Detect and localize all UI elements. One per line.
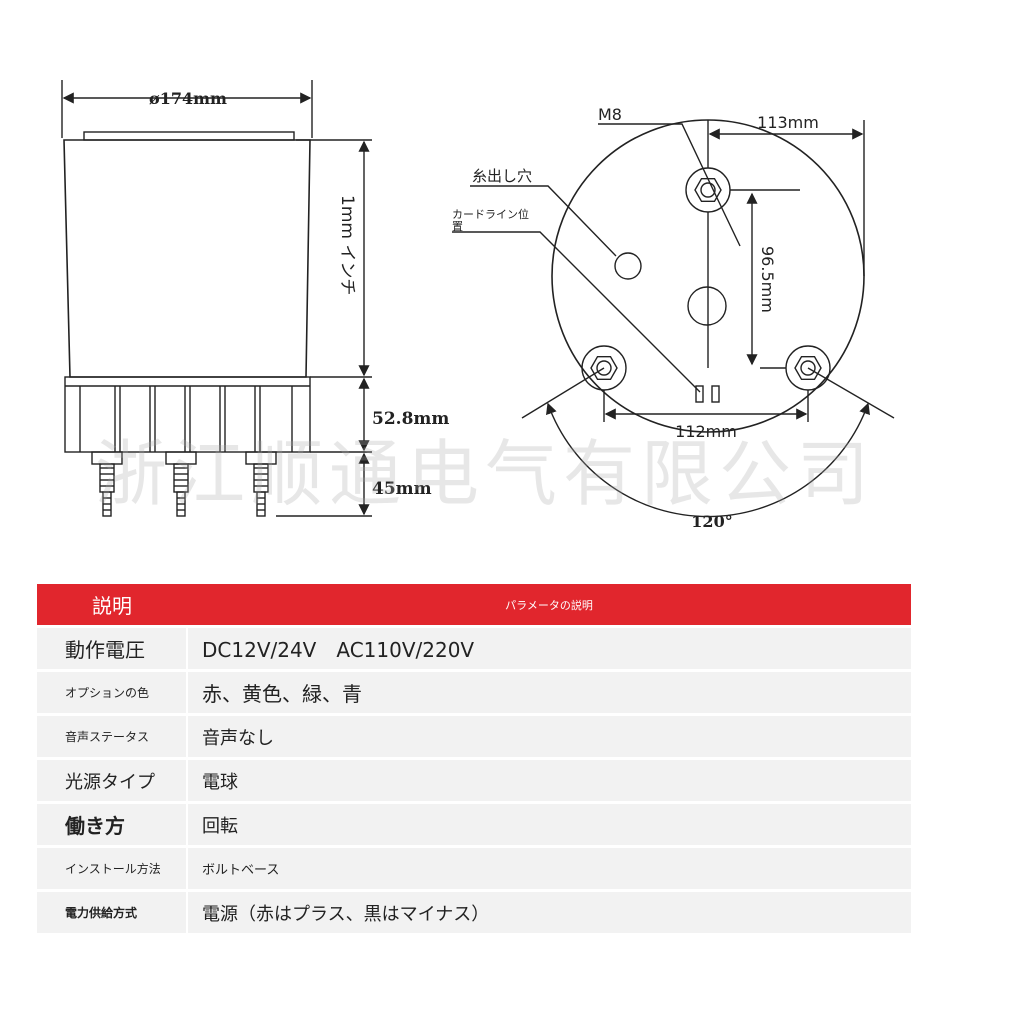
table-row: 音声ステータス 音声なし	[37, 713, 911, 759]
hole-label: 糸出し穴	[472, 167, 532, 185]
header-value: パラメータの説明	[187, 584, 911, 627]
height-label: 1mm インチ	[337, 195, 357, 295]
bolt-label: M8	[598, 105, 622, 124]
center-hole	[687, 286, 727, 326]
row-value: 音声なし	[187, 713, 911, 759]
card-line-label-2: 置	[452, 220, 463, 233]
header-label: 説明	[37, 584, 187, 627]
table-row: 動作電圧 DC12V/24V AC110V/220V	[37, 625, 911, 671]
row-value: 赤、黄色、緑、青	[187, 669, 911, 715]
row-label: オプションの色	[37, 669, 188, 715]
angle-label: 120°	[691, 512, 732, 531]
bottom-view	[452, 119, 895, 518]
bolt-top	[685, 167, 731, 213]
spec-table: 説明 パラメータの説明 動作電圧 DC12V/24V AC110V/220V オ…	[37, 584, 911, 933]
technical-drawing: ø174mm 1mm インチ 52.8mm 45mm	[61, 80, 895, 531]
row-value: 電球	[187, 757, 911, 803]
row-value: 回転	[187, 801, 911, 847]
row-label: 動作電圧	[37, 625, 188, 671]
terminal-length-label: 45mm	[372, 479, 432, 499]
terminal-right	[245, 451, 277, 517]
card-line-label-1: カードライン位	[452, 207, 529, 221]
vertical-span-label: 96.5mm	[758, 246, 777, 313]
table-row: 光源タイプ 電球	[37, 757, 911, 803]
terminal-middle	[165, 451, 197, 517]
top-span-label: 113mm	[757, 113, 819, 132]
table-row: オプションの色 赤、黄色、緑、青	[37, 669, 911, 715]
row-value: ボルトベース	[187, 845, 911, 891]
row-label: 働き方	[37, 801, 188, 847]
table-row: 働き方 回転	[37, 801, 911, 847]
row-value: 電源（赤はプラス、黒はマイナス）	[187, 889, 911, 933]
diameter-label: ø174mm	[149, 89, 227, 108]
row-label: 光源タイプ	[37, 757, 188, 803]
wire-hole	[614, 252, 642, 280]
table-header: 説明 パラメータの説明	[37, 584, 911, 627]
bottom-span-label: 112mm	[675, 422, 737, 441]
table-row: インストール方法 ボルトベース	[37, 845, 911, 891]
side-view	[61, 80, 372, 517]
row-label: 音声ステータス	[37, 713, 188, 759]
base-height-label: 52.8mm	[372, 409, 449, 429]
terminal-left	[91, 451, 123, 517]
row-label: インストール方法	[37, 845, 188, 891]
row-label: 電力供給方式	[37, 889, 188, 933]
row-value: DC12V/24V AC110V/220V	[187, 625, 911, 671]
table-row: 電力供給方式 電源（赤はプラス、黒はマイナス）	[37, 889, 911, 933]
